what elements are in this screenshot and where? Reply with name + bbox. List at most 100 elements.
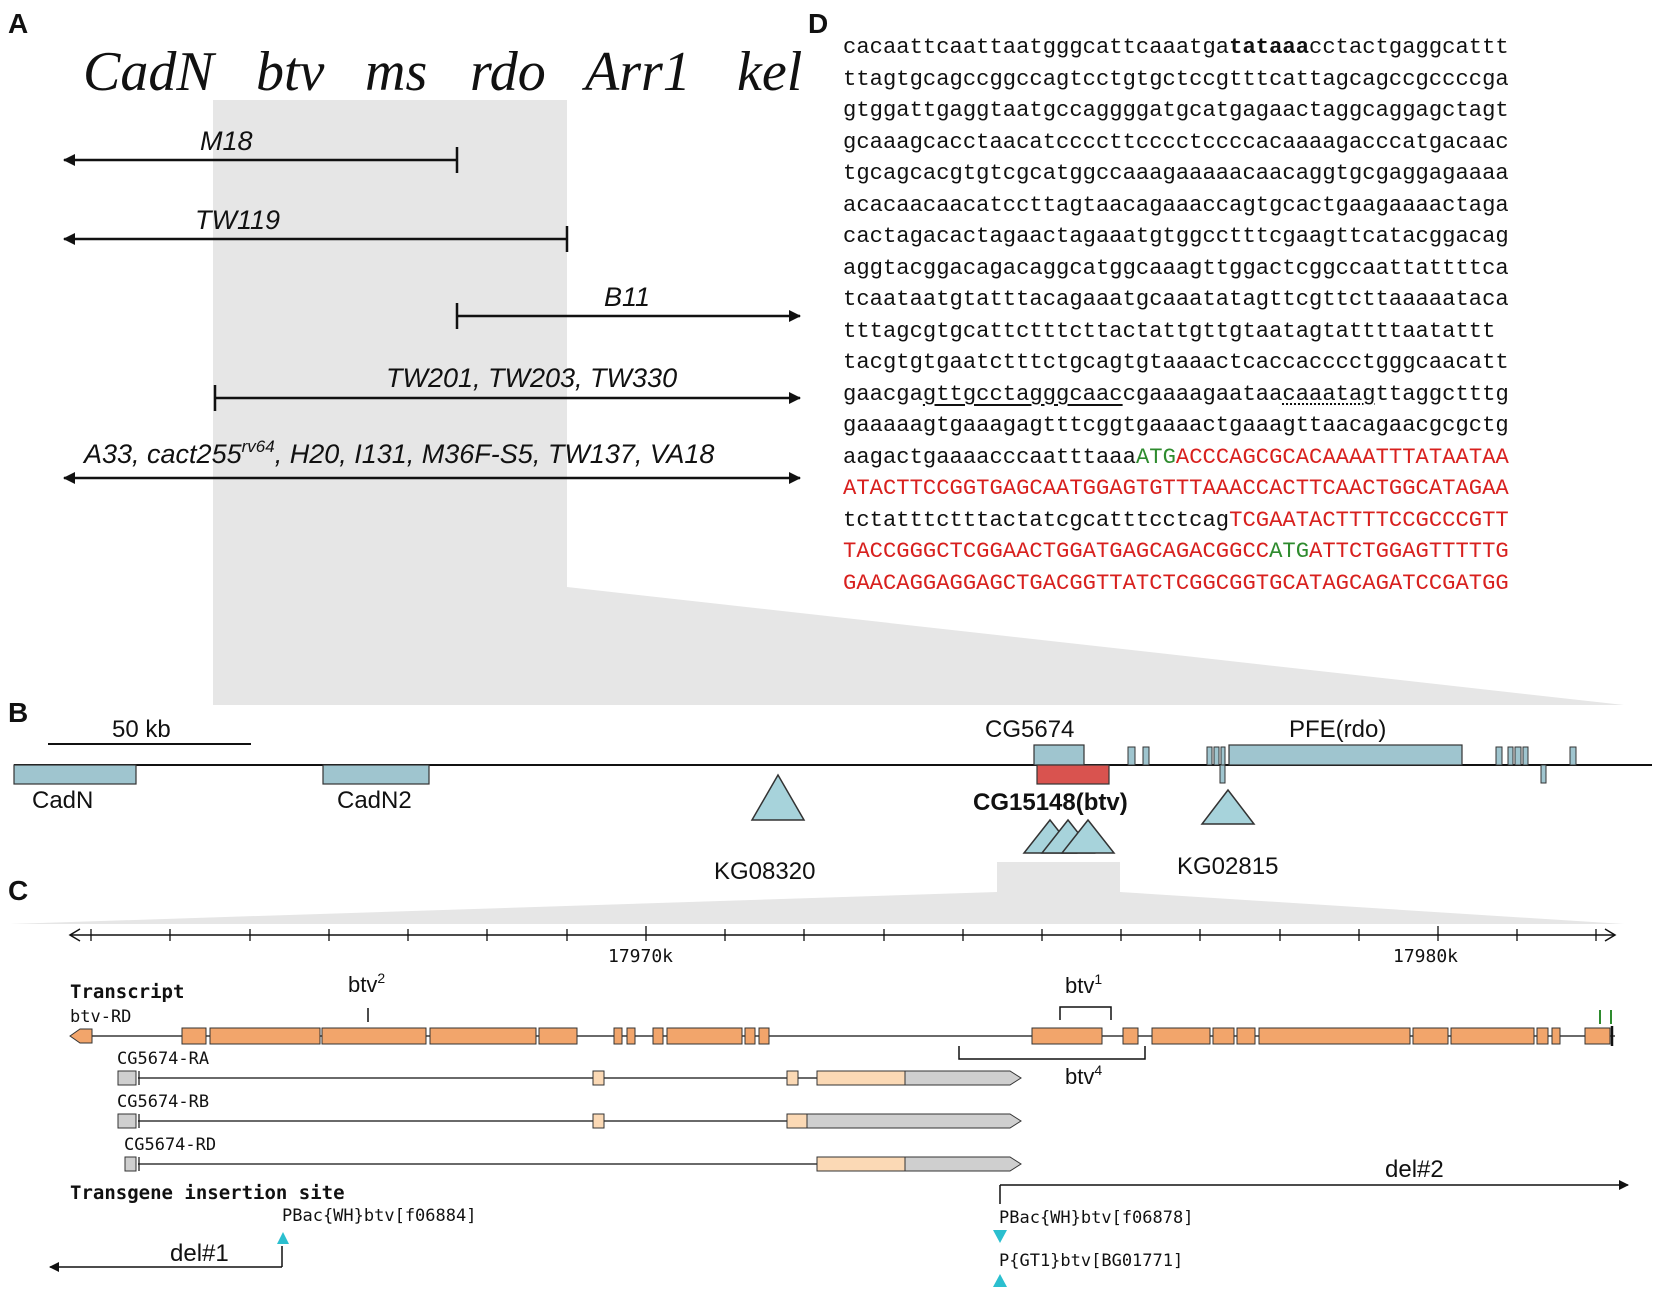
panel-label-a: A [8,8,28,39]
rb-exon-3 [786,1113,808,1129]
panel-b: 50 kb CadN CadN2 CG5674 CG15148(btv) PFE… [13,716,1652,885]
panel-label-b: B [8,697,28,728]
def-tw119-label: TW119 [195,205,280,235]
sequence-line: GAACAGGAGGAGCTGACGGTTATCTCGGCGGTGCATAGCA… [843,568,1509,600]
allele-btv2-base: btv [348,972,377,997]
def-a33-label-sup: rv64 [242,437,275,456]
exon [538,1027,578,1045]
rd-exon-1 [124,1156,137,1172]
sequence-line: tttagcgtgcattctttcttactattgttgtaatagtatt… [843,316,1509,348]
sequence-line: tctatttctttactatcgcatttcctcagTCGAATACTTT… [843,505,1509,537]
rb-exon-1 [117,1113,137,1129]
exon [1584,1027,1611,1045]
sequence-line: acacaacaacatccttagtaacagaaaccagtgcactgaa… [843,190,1509,222]
allele-btv4-bracket [958,1046,1146,1060]
exon-small-2 [1142,746,1150,766]
del1-label: del#1 [170,1240,229,1267]
exon [1031,1027,1103,1045]
gene-box-cadn2 [322,764,430,785]
exon [1236,1027,1256,1045]
exon [429,1027,537,1045]
del2-label: del#2 [1385,1156,1444,1183]
gene-label-cadn2: CadN2 [337,787,412,814]
exon [1551,1027,1561,1045]
sequence-segment: ATG [1135,444,1176,470]
exon-small-9 [1522,746,1529,766]
ra-exon-3 [786,1070,799,1086]
sequence-line: ttagtgcagccggccagtcctgtgctccgtttcattagca… [843,64,1509,96]
allele-btv1-bracket [1059,1006,1112,1020]
gene-name-btv: btv [256,41,325,103]
sequence-segment: cgaaaagaataa [1122,381,1283,407]
exon [181,1027,207,1045]
sequence-line: TACCGGGCTCGGAACTGGATGAGCAGACGGCCATGATTCT… [843,536,1509,568]
sequence-segment: tttagcgtgcattctttcttactattgttgtaatagtatt… [843,318,1496,344]
sequence-segment: TACCGGGCTCGGAACTGGATGAGCAGACGGCC [843,539,1270,564]
gene-box-cadn [13,764,137,785]
allele-btv4-base: btv [1065,1064,1094,1089]
exon [758,1027,770,1045]
panel-a: CadN btv ms rdo Arr1 kel [83,41,802,103]
exon [1412,1027,1449,1045]
exon [613,1027,623,1045]
exon-small-6 [1495,746,1503,766]
sequence-segment: ATACTTCCGGTGAGCAATGGAGTGTTTAAACCACTTCAAC… [843,476,1509,501]
sequence-segment: ttaggctttg [1375,381,1509,407]
sequence-segment: ttagtgcagccggccagtcctgtgctccgtttcattagca… [843,66,1509,92]
sequence-segment: aggtacggacagacaggcatggcaaagttggactcggcca… [843,255,1509,281]
allele-btv2-sup: 2 [377,970,385,986]
sequence-segment: tgcagcacgtgtcgcatggccaaagaaaaacaacaggtgc… [843,161,1509,186]
transposon-f06884: PBac{WH}btv[f06884] [282,1206,476,1226]
gene-label-cg5674: CG5674 [985,716,1074,743]
exon [209,1027,321,1045]
sequence-segment: cacaattcaattaatgggcattcaaatga [843,35,1230,60]
sequence-segment: cactagacactagaactagaaatgtggcctttcgaagttc… [843,224,1509,249]
marker-up-bg01771 [993,1274,1007,1287]
exon [1258,1027,1411,1045]
section-insertion: Transgene insertion site [70,1182,345,1204]
sequence-segment: cctactgaggcattt [1309,35,1509,60]
gene-name-rdo: rdo [470,41,546,103]
sequence-segment: ATTCTGGAGTTTTTG [1309,539,1509,564]
sequence-segment: ATG [1269,539,1310,564]
exon [1151,1027,1211,1045]
allele-btv1: btv1 [1065,971,1102,998]
gene-name-ms: ms [365,41,427,103]
gene-name-arr1: Arr1 [581,41,691,103]
ruler-right-arrow [1604,928,1617,942]
ruler-ticks [90,926,1597,941]
allele-btv1-sup: 1 [1094,971,1102,987]
def-a33-label-rest: , H20, I131, M36F-S5, TW137, VA18 [275,439,715,469]
gene-label-btv: CG15148(btv) [973,789,1128,816]
insertion-label-kg08320: KG08320 [714,858,815,885]
sequence-line: aagactgaaaacccaatttaaaATGACCCAGCGCACAAAA… [843,442,1509,474]
allele-btv4-sup: 4 [1094,1062,1102,1078]
def-b11-label: B11 [604,282,650,312]
def-m18-label: M18 [200,126,253,156]
sequence-segment: caaatag [1282,381,1376,407]
sequence-line: tgcagcacgtgtcgcatggccaaagaaaaacaacaggtgc… [843,158,1509,190]
gene-name-cadn: CadN [83,41,216,103]
sequence-segment: aagactgaaaacccaatttaaa [843,444,1136,470]
allele-btv4: btv4 [1065,1062,1102,1089]
sequence-line: cacaattcaattaatgggcattcaaatgatataaacctac… [843,32,1509,64]
exon-small-4 [1213,746,1220,766]
gene-name-kel: kel [737,41,802,103]
transcript-label-btv: btv-RD [70,1007,131,1027]
insertion-triangle-kg08320 [750,773,806,821]
exon [1212,1027,1235,1045]
sequence-line: tcaataatgtatttacagaaatgcaaatatagttcgttct… [843,284,1509,316]
transposon-f06878: PBac{WH}btv[f06878] [999,1208,1193,1228]
sequence-segment: TCGAATACTTTTCCGCCCGTT [1229,507,1509,533]
sequence-segment: tacgtgtgaatctttctgcagtgtaaaactcaccacccct… [843,350,1509,375]
insertion-label-kg02815: KG02815 [1177,853,1278,880]
btv-rd-start-arrow [69,1028,93,1044]
exon-small-8 [1514,746,1522,766]
exon [666,1027,743,1045]
scale-label: 50 kb [112,716,171,743]
coord-17970k: 17970k [608,946,673,967]
ruler-left-arrow [68,928,81,942]
gene-box-btv [1036,764,1110,785]
gene-box-pfe [1228,744,1463,766]
